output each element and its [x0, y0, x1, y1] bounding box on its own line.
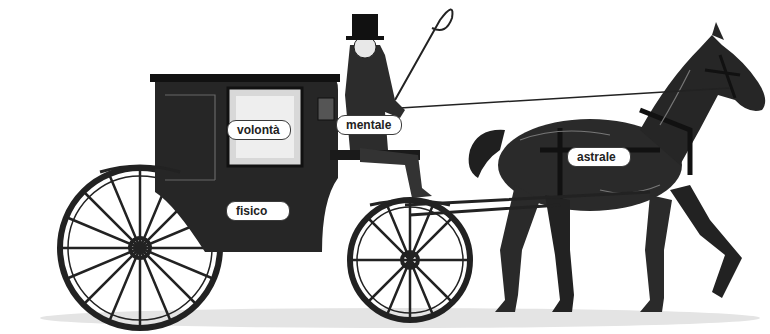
- label-pill: astrale: [567, 147, 631, 167]
- part-label: astrale: [577, 150, 621, 164]
- label-pill: fisico: [226, 201, 290, 221]
- part-label: mentale: [346, 118, 392, 132]
- label-pill: volontà: [227, 120, 291, 140]
- part-label: fisico: [236, 204, 280, 218]
- label-pill: mentale: [336, 115, 402, 135]
- part-label: volontà: [237, 123, 281, 137]
